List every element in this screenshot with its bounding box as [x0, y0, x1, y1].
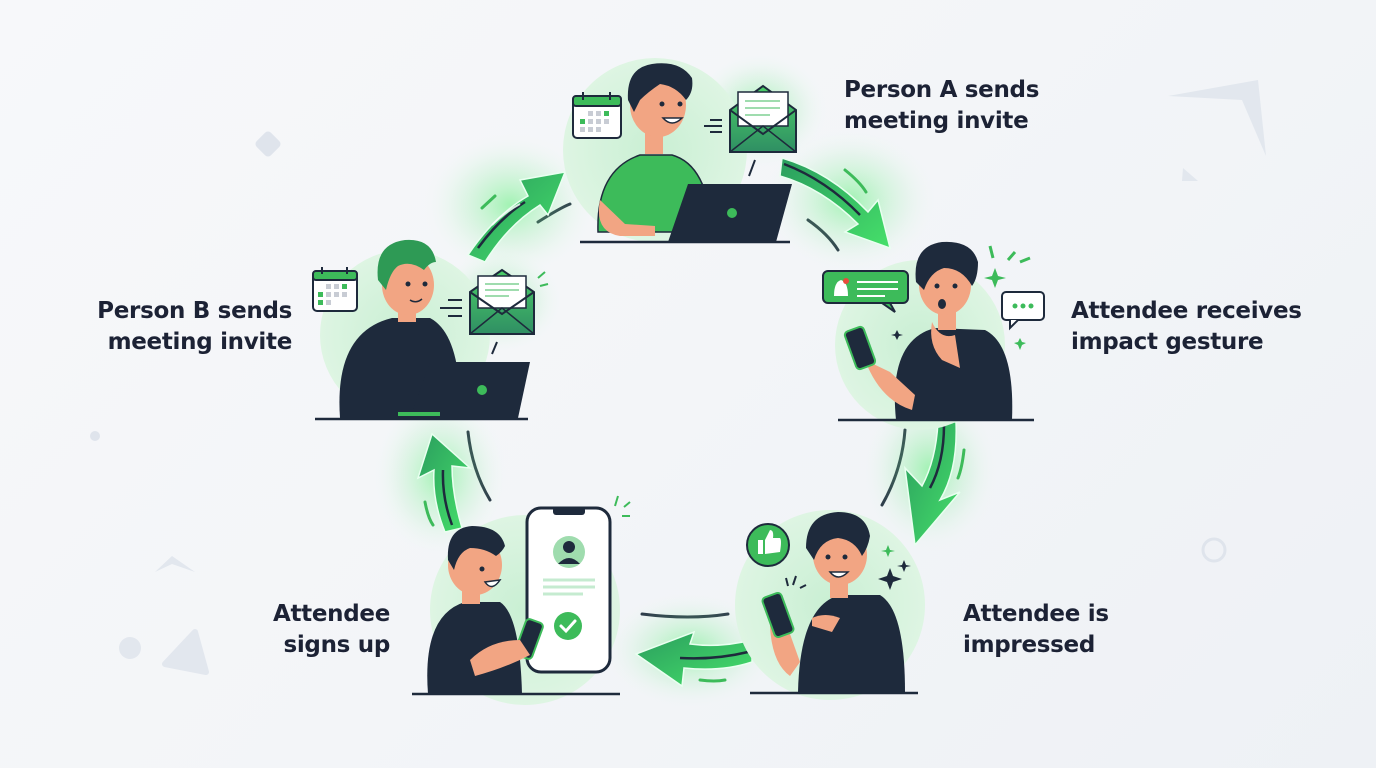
label-line: Attendee — [272, 601, 390, 627]
envelope-icon — [469, 268, 535, 335]
sparkle-icon — [984, 245, 1031, 350]
person-a-illustration — [563, 58, 797, 244]
circle-decor-icon — [119, 637, 141, 659]
label-line: Attendee is — [963, 601, 1109, 627]
notification-bubble-icon — [822, 270, 909, 313]
dot-decor-icon — [90, 431, 100, 441]
arrow-a-to-receives — [779, 157, 892, 250]
sparkle-icon — [878, 545, 911, 590]
thumbs-up-icon — [746, 523, 790, 567]
caret-decor-icon — [155, 556, 195, 572]
phone-icon — [843, 325, 877, 371]
phone-profile-icon — [525, 506, 612, 674]
label-line: impressed — [963, 632, 1095, 658]
person-b-illustration — [312, 239, 549, 421]
chat-bubble-icon — [1001, 291, 1045, 331]
arrow-receives-to-impressed — [903, 421, 966, 547]
checkmark-icon — [554, 612, 582, 640]
calendar-icon — [312, 267, 358, 312]
arrow-impressed-to-signsup — [634, 630, 753, 688]
ring-decor-icon — [1201, 537, 1227, 563]
step-label-attendee-receives: Attendee receives impact gesture — [1071, 296, 1302, 358]
phone-icon — [761, 591, 795, 639]
laptop-icon — [410, 362, 530, 418]
motion-lines-icon — [440, 299, 462, 317]
label-line: Attendee receives — [1071, 298, 1302, 324]
step-label-person-a: Person A sends meeting invite — [844, 75, 1039, 137]
label-line: impact gesture — [1071, 329, 1264, 355]
background-decorations — [90, 80, 1266, 675]
chevron-decor-icon — [1168, 80, 1266, 156]
label-line: meeting invite — [107, 329, 293, 355]
attendee-impressed-illustration — [735, 510, 925, 700]
label-line: Person A sends — [844, 77, 1040, 103]
label-line: signs up — [283, 632, 390, 658]
step-label-person-b: Person B sends meeting invite — [60, 296, 292, 358]
triangle-decor-icon — [162, 629, 209, 675]
diamond-decor-icon — [255, 131, 281, 157]
attendee-signs-up-illustration — [412, 495, 631, 705]
step-label-attendee-signs-up: Attendee signs up — [230, 599, 390, 661]
label-line: meeting invite — [844, 108, 1029, 134]
arrow-b-to-a — [466, 171, 567, 263]
attendee-receives-illustration — [822, 241, 1045, 430]
arrow-signsup-to-b — [416, 432, 473, 533]
step-label-attendee-impressed: Attendee is impressed — [963, 599, 1109, 661]
motion-lines-icon — [704, 119, 722, 133]
label-line: Person B sends — [97, 298, 292, 324]
calendar-icon — [572, 92, 622, 139]
envelope-icon — [729, 84, 797, 153]
